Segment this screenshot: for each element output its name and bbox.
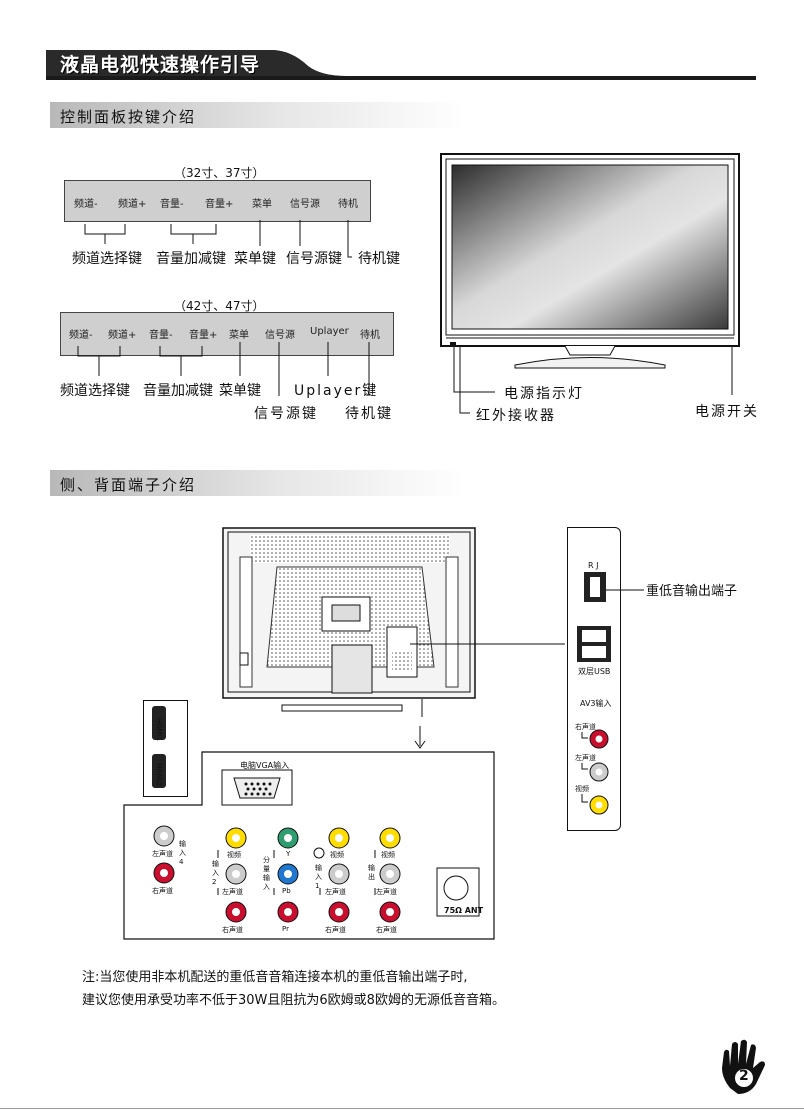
- key-ch-minus: 频道-: [74, 199, 98, 210]
- input4-right-label: 右声道: [152, 887, 173, 895]
- hand-icon: [722, 1039, 765, 1094]
- section-title-terminals: 侧、背面端子介绍: [60, 476, 197, 494]
- output-video-label: 视频: [381, 851, 395, 859]
- label-power-led: 电源指示灯: [504, 386, 584, 402]
- connector-leaders: [410, 643, 565, 749]
- input1-label: 输入1: [315, 864, 322, 890]
- input2-video-label: 视频: [227, 851, 241, 859]
- component-y-label: Y: [286, 850, 291, 858]
- component-label: 分量输入: [263, 856, 270, 891]
- input1-right-label: 右声道: [325, 926, 346, 934]
- key-vol-plus: 音量+: [205, 199, 234, 210]
- rear-jacks: [153, 825, 401, 923]
- panel-small-leaders: [84, 220, 352, 258]
- page-number: 2: [739, 1068, 749, 1084]
- label-standby-large: 待机键: [345, 406, 393, 422]
- output-label: 输出: [368, 864, 375, 881]
- control-panel-large: [60, 312, 394, 356]
- key-standby-l: 待机: [360, 330, 380, 341]
- usb-label: 双层USB: [578, 667, 611, 676]
- av3-label: AV3输入: [580, 699, 612, 708]
- label-standby-small: 待机键: [358, 251, 400, 267]
- key-ch-minus-l: 频道-: [69, 330, 93, 341]
- label-power-switch: 电源开关: [695, 404, 759, 420]
- section-bar-terminals: [50, 470, 465, 496]
- hdmi2-port: [152, 754, 166, 788]
- key-ch-plus-l: 频道+: [108, 330, 137, 341]
- key-ch-plus: 频道+: [118, 199, 147, 210]
- av3-jacks: [581, 729, 609, 815]
- usb-ports: [577, 626, 611, 662]
- key-uplayer-l: Uplayer: [310, 326, 349, 337]
- key-standby: 待机: [338, 199, 358, 210]
- label-uplayer-large: Uplayer键: [294, 383, 379, 399]
- rj-port: [584, 572, 606, 602]
- key-source-l: 信号源: [265, 330, 295, 341]
- control-panel-small: [64, 180, 371, 222]
- key-menu: 菜单: [252, 199, 272, 210]
- av3-video-label: 视频: [575, 785, 589, 793]
- title-banner: [46, 50, 756, 80]
- input2-label: 输入2: [212, 860, 219, 886]
- output-right-label: 右声道: [376, 926, 397, 934]
- input2-right-label: 右声道: [222, 926, 243, 934]
- label-channel-small: 频道选择键: [72, 251, 142, 267]
- label-menu-large: 菜单键: [219, 383, 261, 399]
- ant-label: 75Ω ANT: [444, 906, 484, 915]
- note-line-2: 建议您使用承受功率不低于30W且阻抗为6欧姆或8欧姆的无源低音音箱。: [82, 993, 505, 1008]
- label-channel-large: 频道选择键: [60, 383, 130, 399]
- page-title: 液晶电视快速操作引导: [60, 54, 261, 76]
- subwoofer-label: 重低音输出端子: [646, 584, 738, 599]
- key-vol-plus-l: 音量+: [189, 330, 218, 341]
- key-vol-minus: 音量-: [160, 199, 184, 210]
- label-source-small: 信号源键: [286, 251, 342, 267]
- note-line-1: 注:当您使用非本机配送的重低音音箱连接本机的重低音输出端子时,: [82, 970, 468, 985]
- key-vol-minus-l: 音量-: [149, 330, 173, 341]
- vga-label: 电脑VGA输入: [240, 761, 290, 770]
- input1-video-label: 视频: [330, 851, 344, 859]
- rj-label: R J: [588, 561, 599, 570]
- output-left-label: 左声道: [376, 888, 397, 896]
- av3-right-label: 右声道: [575, 723, 596, 731]
- hdmi1-label: HDMI1: [155, 718, 163, 742]
- tv-front-illustration: [440, 153, 740, 414]
- input2-left-label: 左声道: [222, 888, 243, 896]
- section-title-control: 控制面板按键介绍: [60, 108, 197, 126]
- input4-label: 输入4: [179, 840, 186, 866]
- label-ir-receiver: 红外接收器: [476, 408, 556, 424]
- input1-left-label: 左声道: [325, 888, 346, 896]
- label-menu-small: 菜单键: [234, 251, 276, 267]
- panel-large-caption: （42寸、47寸）: [174, 299, 265, 313]
- key-menu-l: 菜单: [229, 330, 249, 341]
- component-pb-label: Pb: [282, 887, 291, 895]
- key-source: 信号源: [290, 199, 320, 210]
- bottom-rule: [0, 1108, 804, 1109]
- panel-large-leaders: [77, 342, 370, 396]
- tv-back-illustration: [222, 527, 476, 717]
- label-volume-large: 音量加减键: [143, 383, 213, 399]
- av3-left-label: 左声道: [575, 754, 596, 762]
- rj-leader: [606, 589, 644, 591]
- input4-left-label: 左声道: [152, 850, 173, 858]
- label-volume-small: 音量加减键: [156, 251, 226, 267]
- label-source-large: 信号源键: [254, 406, 318, 422]
- component-pr-label: Pr: [282, 925, 289, 933]
- section-bar-control: [50, 102, 465, 128]
- rear-panel-outline: [123, 751, 495, 940]
- panel-small-caption: （32寸、37寸）: [174, 166, 265, 180]
- hdmi1-port: [152, 706, 166, 740]
